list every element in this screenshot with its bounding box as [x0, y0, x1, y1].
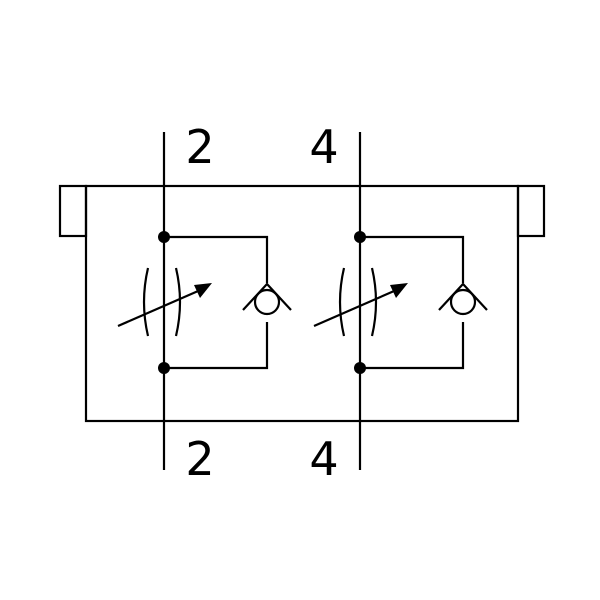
- adjust-arrow-head: [194, 283, 212, 298]
- bypass-upper-4: [360, 235, 465, 283]
- housing-body: [84, 184, 520, 423]
- adjustable-throttle-icon: [117, 267, 212, 337]
- check-seat: [242, 282, 292, 311]
- throttle-left-arc: [142, 267, 150, 337]
- left-mount-tab: [58, 184, 88, 238]
- right-mount-tab: [516, 184, 546, 238]
- flow-control-channel-2: 2 2: [117, 120, 292, 486]
- adjust-arrow-shaft: [313, 286, 402, 328]
- check-valve-icon: [438, 282, 488, 316]
- check-ball: [253, 288, 281, 316]
- port-label-bottom-4: 4: [309, 432, 338, 486]
- check-valve-icon: [242, 282, 292, 316]
- check-ball: [449, 288, 477, 316]
- bypass-lower-2: [164, 322, 269, 370]
- adjustable-throttle-icon: [313, 267, 408, 337]
- port-label-top-4: 4: [309, 120, 338, 174]
- throttle-right-arc: [174, 267, 182, 337]
- bypass-lower-4: [360, 322, 465, 370]
- adjust-arrow-shaft: [117, 286, 206, 328]
- throttle-left-arc: [338, 267, 346, 337]
- throttle-right-arc: [370, 267, 378, 337]
- valve-housing: [58, 184, 546, 423]
- check-seat: [438, 282, 488, 311]
- flow-control-channel-4: 4 4: [309, 120, 488, 486]
- port-label-bottom-2: 2: [185, 432, 214, 486]
- adjust-arrow-head: [390, 283, 408, 298]
- port-label-top-2: 2: [185, 120, 214, 174]
- bypass-upper-2: [164, 235, 269, 283]
